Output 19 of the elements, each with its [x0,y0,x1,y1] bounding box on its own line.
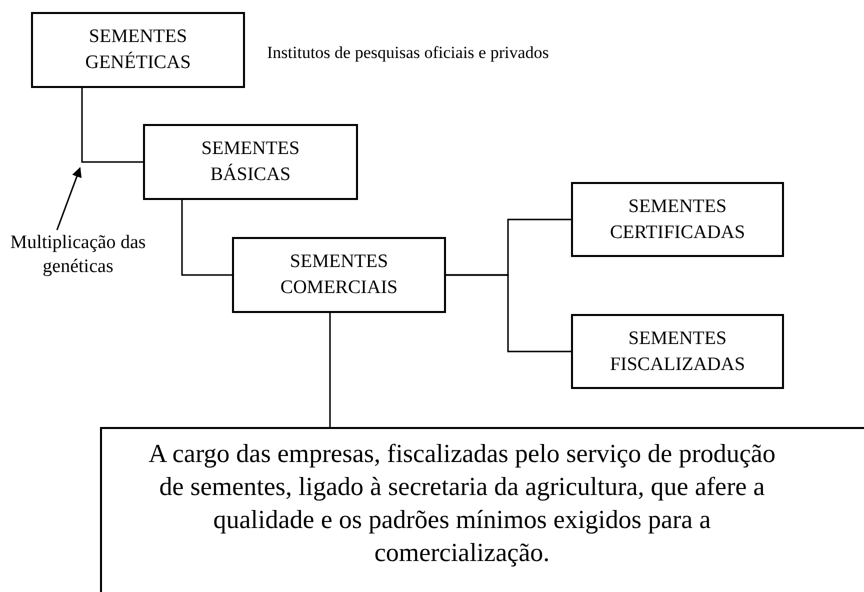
box-label: SEMENTES FISCALIZADAS [608,326,746,376]
connector-line [81,88,143,163]
note-box [100,427,864,592]
seed-category-box [571,314,784,389]
connector-line [181,200,232,276]
connector-line [329,313,331,427]
seed-category-box [232,237,446,313]
note-text: A cargo das empresas, fiscalizadas pelo serviço de produção de sementes, ligado à secretaria da agricultura, que afere a qualidade e os padrões mínimos exigidos para a comercialização. [148,438,776,569]
box-label: SEMENTES CERTIFICADAS [608,194,746,244]
source-note: Institutos de pesquisas oficiais e privados [267,42,549,64]
leader-arrow [56,167,82,230]
box-label: SEMENTES BÁSICAS [200,137,301,187]
box-label: SEMENTES COMERCIAIS [279,250,399,300]
seed-category-box [571,182,784,257]
box-label: SEMENTES GENÉTICAS [84,25,192,75]
annotation-text: Multiplicação das genéticas [9,231,147,279]
connector-line [446,274,571,352]
seed-category-box [31,12,245,88]
seed-category-box [143,124,358,200]
